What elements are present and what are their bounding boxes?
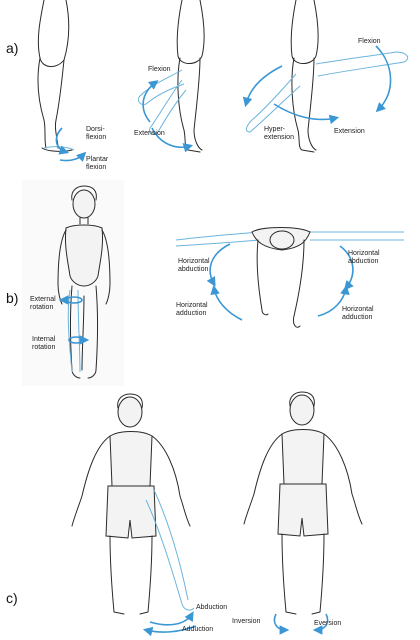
panel-b-image-band [22, 180, 124, 386]
panel-a-hip-arrows [142, 80, 194, 153]
label-horizontal-abduction-left: Horizontal abduction [178, 258, 210, 273]
panel-c-right-figure [243, 391, 363, 615]
label-horizontal-adduction-right: Horizontal adduction [342, 306, 374, 321]
label-adduction: Adduction [182, 626, 214, 633]
panel-c-letter: c) [6, 590, 18, 606]
panel-c-left-figure [71, 393, 195, 615]
label-external-rotation: External rotation [30, 296, 56, 311]
panel-b-letter: b) [6, 290, 19, 306]
panel-b-bent-figure [175, 227, 404, 328]
label-abduction: Abduction [196, 604, 228, 611]
label-extension-hyper: Extension [334, 128, 365, 135]
panel-c-foot-arrows [142, 611, 329, 637]
label-dorsiflexion: Dorsi- flexion [86, 126, 107, 141]
label-inversion: Inversion [232, 618, 261, 625]
panel-a-figure-1-standing [37, 0, 75, 152]
label-hyperextension: Hyper- extension [264, 126, 294, 141]
panel-a-ankle-arrows [55, 127, 87, 162]
label-flexion-hip: Flexion [148, 66, 171, 73]
panel-b-rotation-arrows [58, 295, 90, 345]
label-flexion-hyper: Flexion [358, 38, 381, 45]
label-extension-hip: Extension [134, 130, 165, 137]
panel-a-hyperextension-arrows [242, 45, 392, 125]
panel-a-letter: a) [6, 40, 19, 56]
label-eversion: Eversion [314, 620, 342, 627]
label-horizontal-abduction-right: Horizontal abduction [348, 250, 380, 265]
label-internal-rotation: Internal rotation [32, 336, 56, 351]
panel-b-horizontal-arrows [206, 243, 354, 321]
panel-a-figure-3-hip [245, 0, 409, 153]
label-plantar-flexion: Plantar flexion [86, 156, 109, 171]
label-horizontal-adduction-left: Horizontal adduction [176, 302, 208, 317]
